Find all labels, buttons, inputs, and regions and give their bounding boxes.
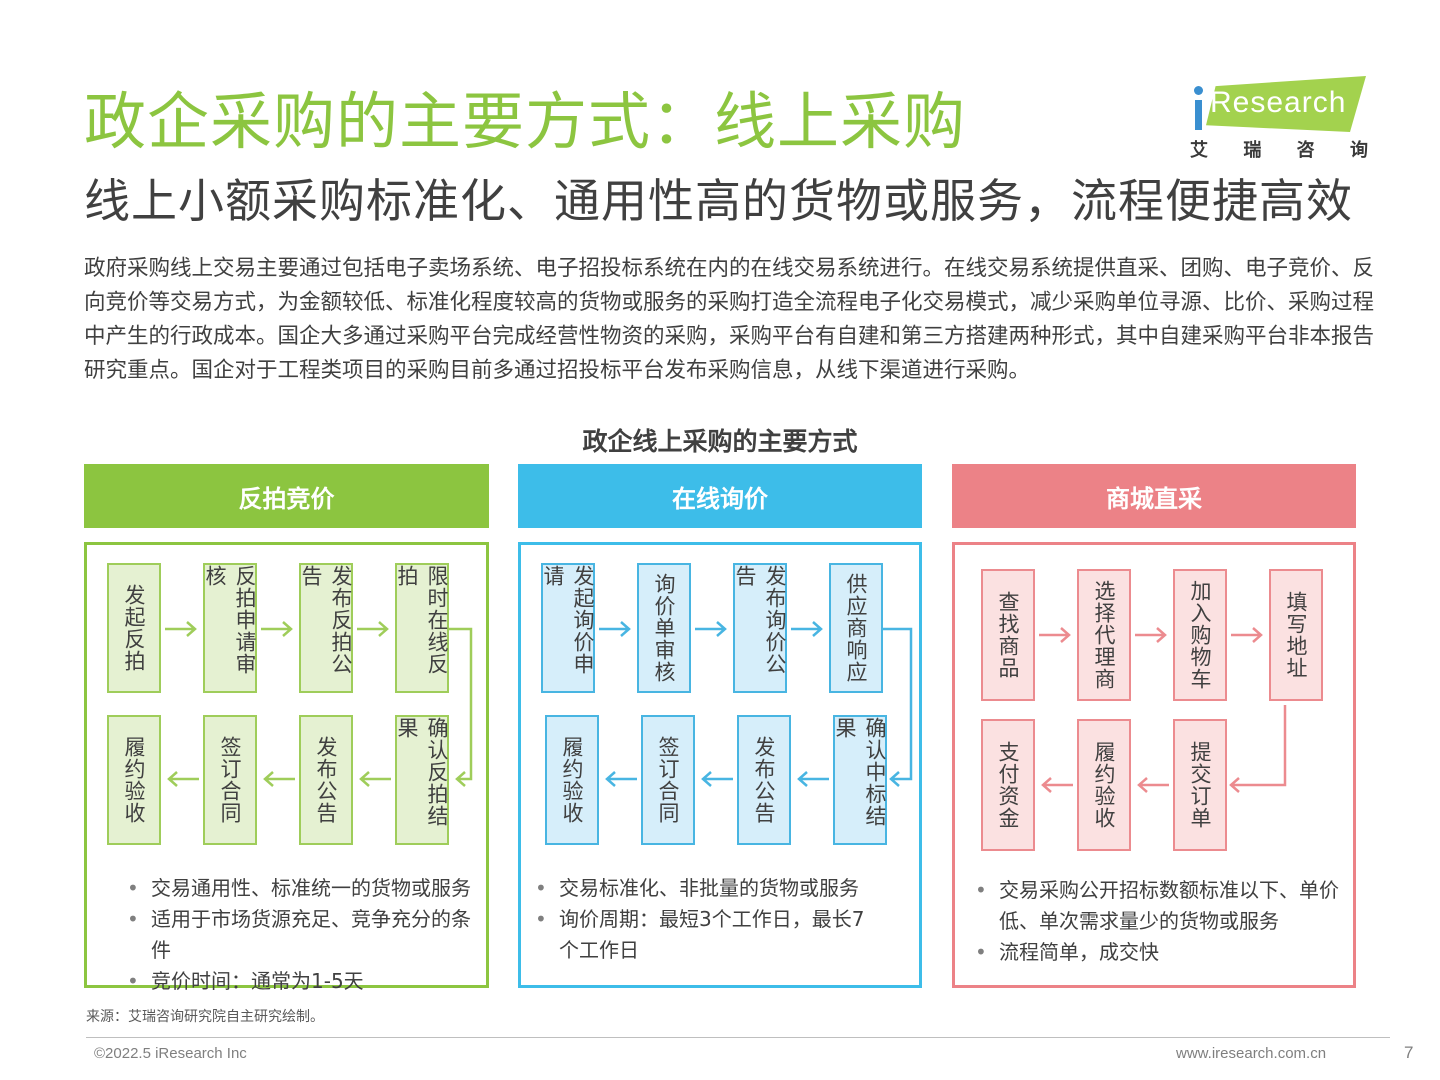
arrow-left-icon [799,772,829,786]
diagram-title: 政企线上采购的主要方式 [0,422,1440,458]
footer-divider [86,1037,1390,1038]
arrow-left-icon [703,772,733,786]
panel-reverse-auction: 发起反拍 反拍申请审核 发布反拍公告 限时在线反拍 履约验收 签订合同 发布公告… [84,542,489,988]
arrow-right-icon [695,622,725,636]
arrow-left-icon [1139,778,1169,792]
bullet-item: 竞价时间：通常为1-5天 [127,966,487,997]
bullet-item: 询价周期：最短3个工作日，最长7个工作日 [535,904,875,966]
bullet-item: 交易标准化、非批量的货物或服务 [535,873,875,904]
intro-paragraph: 政府采购线上交易主要通过包括电子卖场系统、电子招投标系统在内的在线交易系统进行。… [84,252,1384,388]
bullet-item: 流程简单，成交快 [975,937,1345,968]
logo-char: 咨 [1297,136,1315,162]
arrow-loop-icon [1231,705,1285,792]
arrow-right-icon [1039,628,1069,642]
panel-mall-direct: 查找商品 选择代理商 加入购物车 填写地址 支付资金 履约验收 提交订单 交易采… [952,542,1356,988]
website-link[interactable]: www.iresearch.com.cn [1176,1045,1326,1062]
copyright: ©2022.5 iResearch Inc [94,1045,247,1062]
logo-dot-icon [1194,86,1203,95]
page-number: 7 [1404,1043,1413,1063]
arrow-right-icon [791,622,821,636]
bullet-list: 交易标准化、非批量的货物或服务 询价周期：最短3个工作日，最长7个工作日 [535,873,875,966]
arrow-right-icon [261,622,291,636]
arrow-left-icon [169,772,199,786]
bullet-list: 交易通用性、标准统一的货物或服务 适用于市场货源充足、竞争充分的条件 竞价时间：… [127,873,487,997]
logo-char: 询 [1350,136,1368,162]
arrow-left-icon [361,772,391,786]
page-title: 政企采购的主要方式：线上采购 [84,86,966,158]
arrow-right-icon [357,622,387,636]
column-header-mall-direct: 商城直采 [952,464,1356,528]
logo-word: Research [1210,86,1346,120]
bullet-item: 交易采购公开招标数额标准以下、单价低、单次需求量少的货物或服务 [975,875,1345,937]
bullet-item: 交易通用性、标准统一的货物或服务 [127,873,487,904]
column-header-online-inquiry: 在线询价 [518,464,922,528]
arrow-right-icon [599,622,629,636]
arrow-left-icon [265,772,295,786]
bullet-item: 适用于市场货源充足、竞争充分的条件 [127,904,487,966]
logo-char: 艾 [1190,136,1208,162]
arrow-left-icon [607,772,637,786]
panel-online-inquiry: 发起询价申请 询价单审核 发布询价公告 供应商响应 履约验收 签订合同 发布公告… [518,542,922,988]
logo-stem-icon [1195,100,1202,130]
column-header-reverse-auction: 反拍竞价 [84,464,489,528]
arrow-left-icon [1043,778,1073,792]
arrow-right-icon [1231,628,1261,642]
arrow-loop-icon [883,629,911,786]
bullet-list: 交易采购公开招标数额标准以下、单价低、单次需求量少的货物或服务 流程简单，成交快 [975,875,1345,968]
page-subtitle: 线上小额采购标准化、通用性高的货物或服务，流程便捷高效 [84,172,1353,230]
iresearch-logo: Research 艾 瑞 咨 询 [1190,76,1366,164]
arrow-loop-icon [449,629,471,786]
arrow-right-icon [1135,628,1165,642]
arrow-right-icon [165,622,195,636]
logo-char: 瑞 [1243,136,1261,162]
source-note: 来源：艾瑞咨询研究院自主研究绘制。 [86,1006,324,1026]
logo-chinese: 艾 瑞 咨 询 [1190,136,1368,162]
